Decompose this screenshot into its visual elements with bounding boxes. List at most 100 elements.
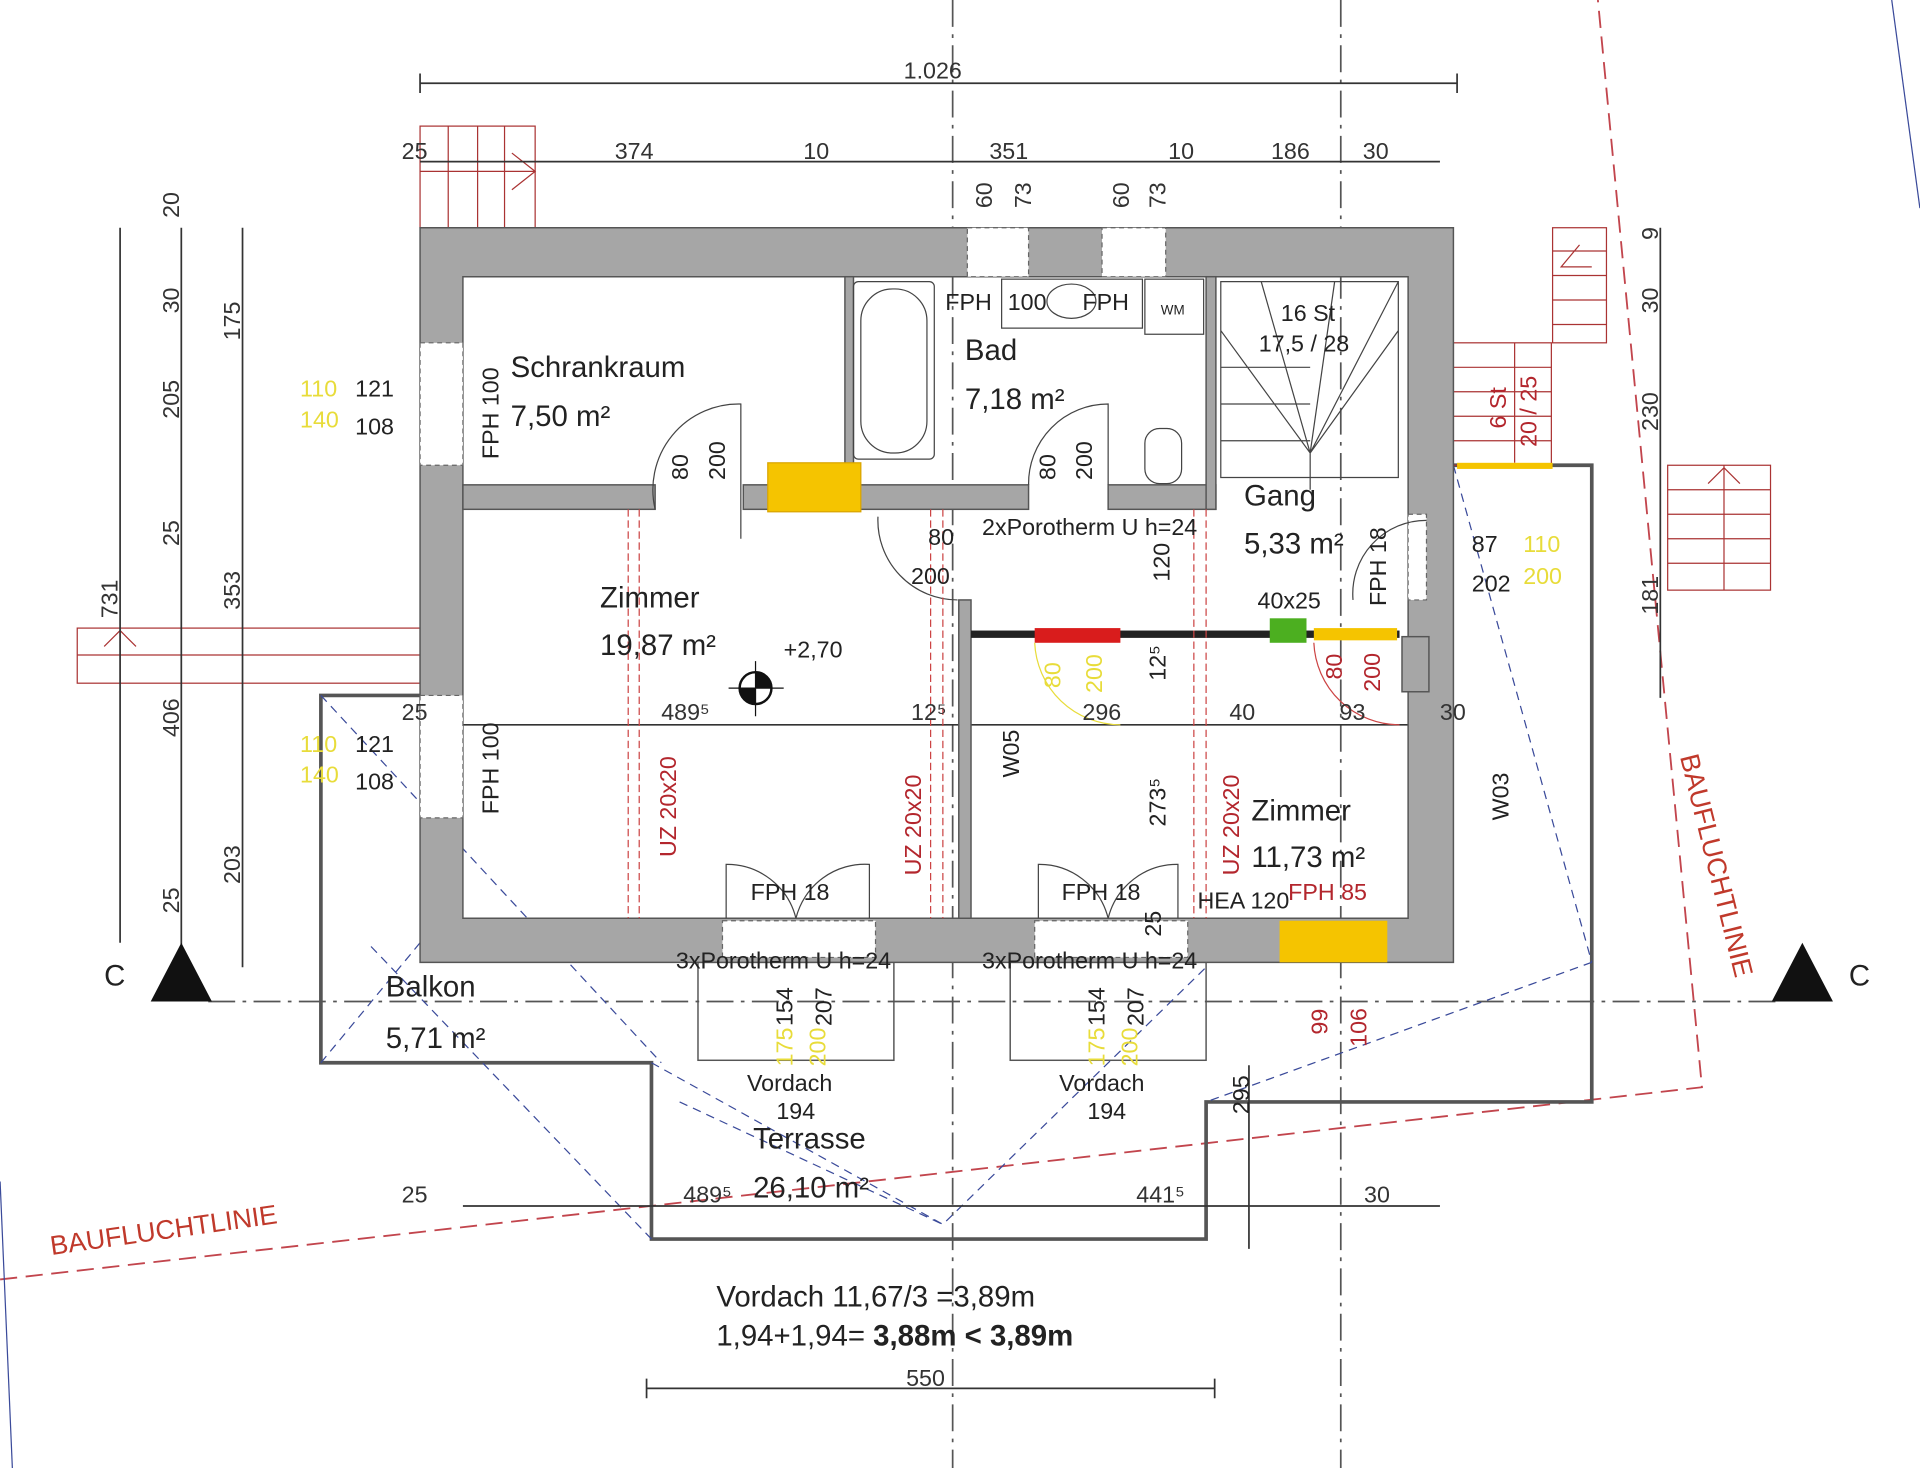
gang-window: 87: [1472, 531, 1498, 557]
dim: 441⁵: [1136, 1181, 1184, 1207]
dim: 351: [989, 138, 1028, 164]
lintel-uz: UZ 20x20: [900, 775, 926, 876]
door-w: 80: [1321, 654, 1347, 680]
wall-type: W03: [1488, 773, 1514, 821]
dim: 406: [158, 698, 184, 737]
dim: 295: [1228, 1075, 1254, 1114]
bad-fph: FPH: [945, 289, 992, 315]
walls: [419, 226, 1553, 964]
note-line-2-a: 1,94+1,94=: [716, 1320, 873, 1353]
note-line-1: Vordach 11,67/3 =3,89m: [716, 1280, 1035, 1313]
note-line-2-b: 3,88m < 3,89m: [873, 1320, 1073, 1353]
terrace-door: 207: [1123, 987, 1149, 1026]
lintel-label: 3xPorotherm U h=24: [676, 947, 891, 973]
dim: 489⁵: [683, 1181, 731, 1207]
dim: 20: [158, 192, 184, 218]
section-label-left: C: [104, 960, 125, 993]
lintel-label: 2xPorotherm U h=24: [982, 514, 1197, 540]
window-label: 121: [355, 376, 394, 402]
canopy-note: Vordach 11,67/3 =3,89m 1,94+1,94= 3,88m …: [716, 1280, 1073, 1352]
canopy-width: 194: [1087, 1098, 1126, 1124]
dim: 186: [1271, 138, 1310, 164]
dim: 9: [1637, 227, 1663, 240]
dim: 60: [971, 182, 997, 208]
terrace-door: 200: [1117, 1028, 1143, 1067]
door-w: 80: [1039, 662, 1065, 688]
dim: 296: [1082, 699, 1121, 725]
bad-fph: FPH: [1082, 289, 1129, 315]
door-w: 80: [667, 454, 693, 480]
gang-window: 110: [1523, 531, 1560, 557]
dim-total-height: 731: [97, 580, 123, 619]
dim: 25: [402, 1181, 428, 1207]
window-label: 110: [300, 731, 337, 757]
room-name: Terrasse: [753, 1122, 866, 1155]
dim: 99: [1306, 1009, 1332, 1035]
room-area: 19,87 m²: [600, 629, 716, 662]
room-name: Balkon: [386, 971, 476, 1004]
dim: 25: [402, 699, 428, 725]
dim: 30: [1364, 1181, 1390, 1207]
dim: 73: [1145, 182, 1171, 208]
level-value: +2,70: [784, 636, 843, 662]
dim: 25: [1140, 911, 1166, 937]
dim: 10: [1168, 138, 1194, 164]
note-line-2: 1,94+1,94= 3,88m < 3,89m: [716, 1320, 1073, 1353]
wall-type: W05: [998, 730, 1024, 778]
room-area: 7,18 m²: [965, 383, 1065, 416]
terrace-door: 175: [771, 1028, 797, 1067]
door-type: FPH 18: [751, 879, 830, 905]
terrace-door: 207: [810, 987, 836, 1026]
stairs-steps: 16 St: [1281, 300, 1336, 326]
gang-window: 200: [1523, 563, 1562, 589]
dim: 181: [1637, 576, 1663, 615]
terrace-outline: [319, 463, 1594, 1241]
window-label: 121: [355, 731, 394, 757]
room-area: 11,73 m²: [1251, 841, 1365, 874]
terrace-door: 154: [771, 987, 797, 1026]
terrace-door: 154: [1083, 987, 1109, 1026]
room-area: 26,10 m²: [753, 1171, 869, 1204]
annotations: 110 140 121 108 110 140 121 108 FPH 100 …: [48, 289, 1758, 1261]
dim: 30: [1637, 288, 1663, 314]
section-label-right: C: [1849, 960, 1870, 993]
terrace-door: 175: [1083, 1028, 1109, 1067]
window-label: 140: [300, 406, 339, 432]
door-h: 200: [911, 563, 950, 589]
dim: 40: [1229, 699, 1255, 725]
dim: 273⁵: [1145, 778, 1171, 826]
fixtures: [627, 278, 1427, 919]
dim: 93: [1340, 699, 1366, 725]
window-label: 108: [355, 414, 394, 440]
lintel-uz: UZ 20x20: [655, 756, 681, 857]
bad-fph: 100: [1008, 289, 1047, 315]
dim: 25: [158, 887, 184, 913]
dim-bottom-total: 550: [906, 1365, 945, 1391]
door-h: 200: [704, 441, 730, 480]
dim: 25: [402, 138, 428, 164]
building-line-label: BAUFLUCHTLINIE: [1674, 751, 1758, 980]
section-marker-left-icon: [150, 942, 212, 1002]
room-name: Zimmer: [600, 581, 700, 614]
level-marker-icon: [728, 661, 784, 717]
section-marker-right-icon: [1771, 942, 1833, 1002]
dim-total-width: 1.026: [904, 57, 962, 83]
dim: 106: [1345, 1008, 1371, 1047]
window-type: FPH 100: [477, 722, 503, 814]
dim: 120: [1148, 543, 1174, 582]
dim: 30: [1440, 699, 1466, 725]
dim: 12⁵: [911, 699, 946, 725]
dim: 60: [1108, 182, 1134, 208]
dim: 25: [158, 520, 184, 546]
room-name: Gang: [1244, 480, 1316, 513]
canopy-label: Vordach: [1059, 1070, 1144, 1096]
stairs-ratio: 17,5 / 28: [1259, 330, 1349, 356]
dimension-lines: [119, 73, 1662, 1399]
door-w: 80: [1034, 454, 1060, 480]
door-w: 80: [928, 524, 954, 550]
room-name: Bad: [965, 334, 1017, 367]
gang-door: FPH 18: [1365, 527, 1391, 606]
door-type: FPH 18: [1062, 879, 1141, 905]
